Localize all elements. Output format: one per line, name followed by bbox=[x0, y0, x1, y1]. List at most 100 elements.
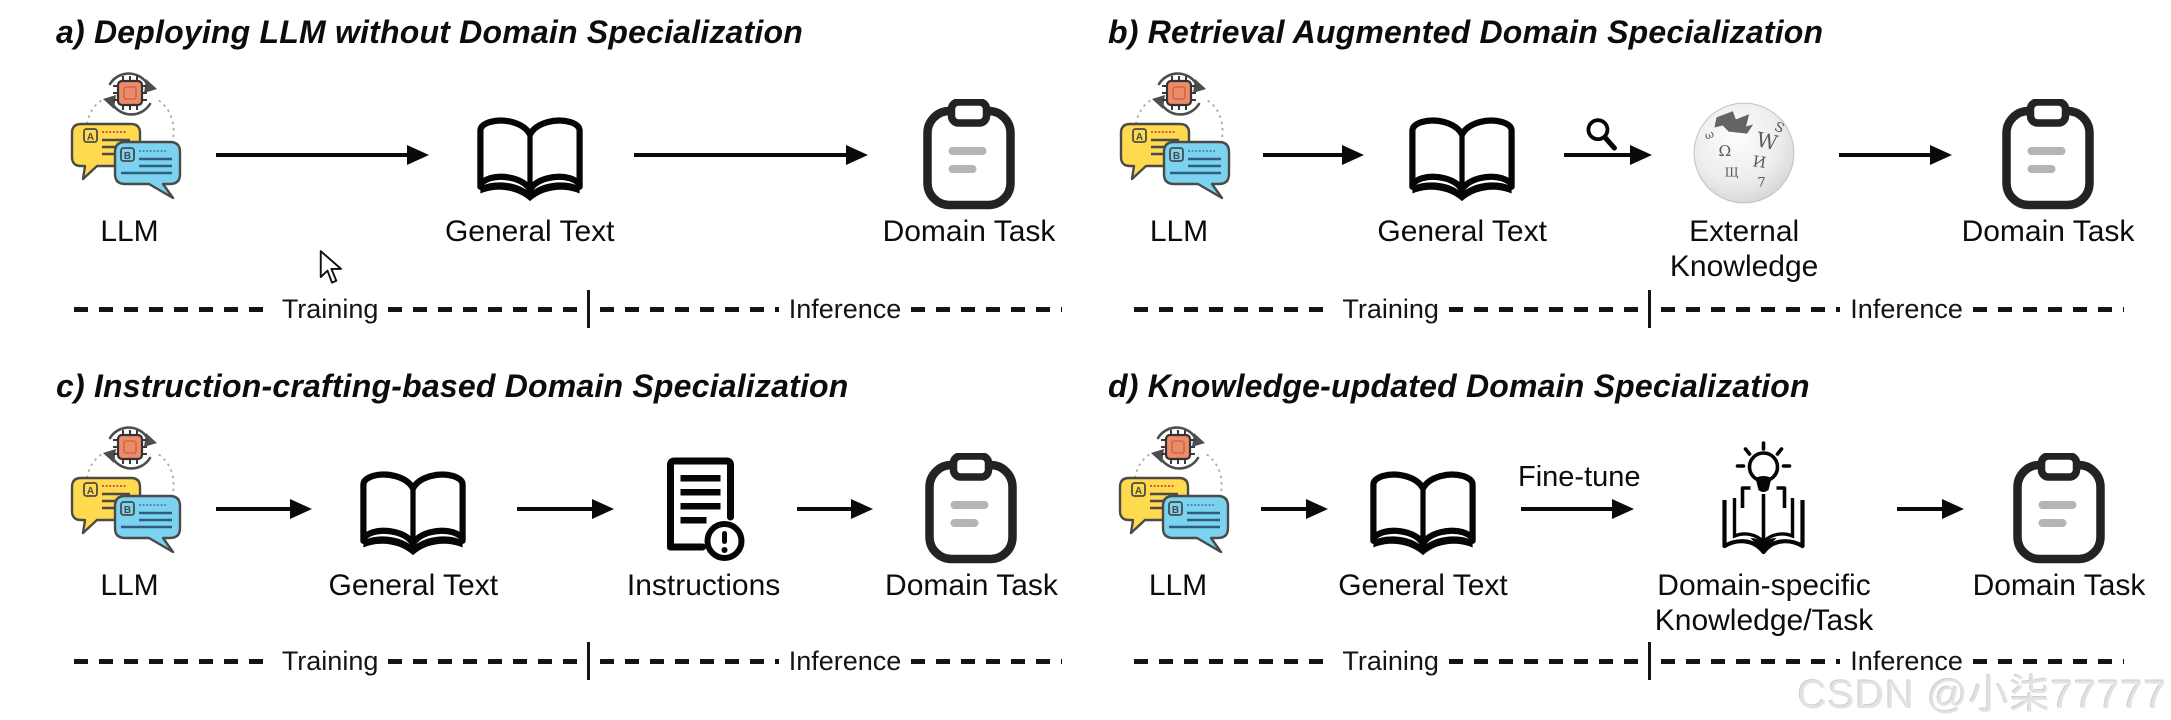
divider-bar bbox=[586, 290, 590, 328]
dashed-line bbox=[388, 306, 577, 312]
dashed-line bbox=[74, 306, 272, 312]
dashed-line bbox=[599, 306, 779, 312]
panel-c: c) Instruction-crafting-based Domain Spe… bbox=[52, 368, 1064, 698]
panel-a: a) Deploying LLM without Domain Speciali… bbox=[52, 14, 1064, 354]
domain-task-label: Domain Task bbox=[882, 215, 1056, 248]
flow-arrow bbox=[1836, 61, 1952, 211]
node-llm: LLM bbox=[52, 415, 207, 604]
book-icon bbox=[1400, 115, 1524, 211]
node-llm: LLM bbox=[1104, 415, 1252, 604]
training-label: Training bbox=[281, 293, 379, 324]
node-domain-task: Domain Task bbox=[1958, 61, 2138, 250]
panel-a-flow: LLM General Text Domain Task bbox=[52, 61, 1064, 250]
node-domain-specific-knowledge: Domain-specific Knowledge/Task bbox=[1640, 415, 1888, 638]
knowledge-book-icon bbox=[1706, 440, 1822, 565]
instructions-icon bbox=[656, 455, 752, 565]
llm-icon bbox=[1109, 66, 1249, 211]
dashed-line bbox=[1134, 306, 1333, 312]
panel-c-flow: LLM General Text Instructions Domain Tas… bbox=[52, 415, 1064, 604]
domain-task-label: Domain Task bbox=[1961, 215, 2135, 248]
panel-d-flow: LLM General Text Fine-tune Domain-specif… bbox=[1104, 415, 2148, 638]
llm-label: LLM bbox=[1148, 569, 1208, 602]
node-instructions: Instructions bbox=[620, 415, 788, 604]
llm-label: LLM bbox=[1149, 215, 1209, 248]
book-icon bbox=[1361, 469, 1485, 565]
flow-arrow bbox=[631, 61, 868, 211]
general-text-label: General Text bbox=[328, 569, 499, 602]
panel-d-title: d) Knowledge-updated Domain Specializati… bbox=[1108, 368, 1810, 404]
flow-arrow bbox=[1258, 415, 1328, 565]
node-general-text: General Text bbox=[1370, 61, 1555, 250]
flow-arrow bbox=[213, 61, 429, 211]
book-icon bbox=[351, 469, 475, 565]
flow-arrow bbox=[1894, 415, 1964, 565]
dashed-line bbox=[1660, 306, 1841, 312]
domain-task-label: Domain Task bbox=[885, 569, 1058, 602]
node-llm: LLM bbox=[1104, 61, 1254, 250]
book-icon bbox=[468, 115, 592, 211]
divider-bar bbox=[1647, 642, 1651, 680]
domain-task-label: Domain Task bbox=[1972, 569, 2146, 602]
dashed-line bbox=[1448, 658, 1638, 664]
node-general-text: General Text bbox=[1334, 415, 1512, 604]
panel-b-flow: LLM General Text External Knowledge Doma… bbox=[1104, 61, 2138, 284]
magnifier-icon bbox=[1584, 117, 1622, 155]
node-domain-task: Domain Task bbox=[874, 61, 1064, 250]
training-inference-divider: Training Inference bbox=[74, 290, 1062, 328]
inference-label: Inference bbox=[1850, 645, 1963, 676]
node-domain-task: Domain Task bbox=[879, 415, 1064, 604]
dashed-line bbox=[599, 658, 779, 664]
watermark: CSDN @小柒77777 bbox=[1797, 673, 2167, 717]
node-llm: LLM bbox=[52, 61, 207, 250]
wikipedia-globe-icon bbox=[1688, 99, 1800, 211]
training-label: Training bbox=[1342, 645, 1439, 676]
external-knowledge-label: External Knowledge bbox=[1669, 215, 1819, 283]
flow-arrow bbox=[514, 415, 614, 565]
dashed-line bbox=[911, 658, 1062, 664]
dashed-line bbox=[1972, 306, 2124, 312]
dashed-line bbox=[1134, 658, 1333, 664]
llm-label: LLM bbox=[100, 215, 159, 248]
general-text-label: General Text bbox=[1377, 215, 1547, 248]
llm-icon bbox=[60, 420, 200, 565]
panel-d: d) Knowledge-updated Domain Specializati… bbox=[1104, 368, 2148, 698]
clipboard-icon bbox=[2000, 99, 2096, 211]
fine-tune-label: Fine-tune bbox=[1518, 461, 1641, 493]
node-general-text: General Text bbox=[435, 61, 625, 250]
dashed-line bbox=[1972, 658, 2124, 664]
training-label: Training bbox=[1342, 293, 1439, 324]
divider-bar bbox=[1647, 290, 1651, 328]
clipboard-icon bbox=[923, 453, 1019, 565]
dashed-line bbox=[74, 658, 272, 664]
llm-label: LLM bbox=[100, 569, 159, 602]
fine-tune-arrow: Fine-tune bbox=[1518, 415, 1641, 565]
flow-arrow bbox=[794, 415, 873, 565]
inference-label: Inference bbox=[788, 645, 902, 676]
dashed-line bbox=[388, 658, 577, 664]
training-label: Training bbox=[281, 645, 379, 676]
inference-label: Inference bbox=[788, 293, 902, 324]
dashed-line bbox=[911, 306, 1062, 312]
training-inference-divider: Training Inference bbox=[1134, 290, 2124, 328]
training-inference-divider: Training Inference bbox=[1134, 642, 2124, 680]
instructions-label: Instructions bbox=[626, 569, 781, 602]
node-domain-task: Domain Task bbox=[1970, 415, 2148, 604]
general-text-label: General Text bbox=[444, 215, 615, 248]
retrieval-arrow bbox=[1561, 61, 1653, 211]
domain-specific-knowledge-label: Domain-specific Knowledge/Task bbox=[1654, 569, 1874, 637]
clipboard-icon bbox=[921, 99, 1017, 211]
panel-b: b) Retrieval Augmented Domain Specializa… bbox=[1104, 14, 2138, 354]
divider-bar bbox=[586, 642, 590, 680]
llm-icon bbox=[1108, 420, 1248, 565]
cursor-icon bbox=[318, 250, 346, 286]
clipboard-icon bbox=[2011, 453, 2107, 565]
general-text-label: General Text bbox=[1338, 569, 1508, 602]
llm-icon bbox=[60, 66, 200, 211]
dashed-line bbox=[1660, 658, 1841, 664]
flow-arrow bbox=[1260, 61, 1364, 211]
panel-c-title: c) Instruction-crafting-based Domain Spe… bbox=[56, 368, 849, 404]
dashed-line bbox=[1448, 306, 1638, 312]
panel-b-title: b) Retrieval Augmented Domain Specializa… bbox=[1108, 14, 1824, 50]
training-inference-divider: Training Inference bbox=[74, 642, 1062, 680]
node-general-text: General Text bbox=[318, 415, 508, 604]
